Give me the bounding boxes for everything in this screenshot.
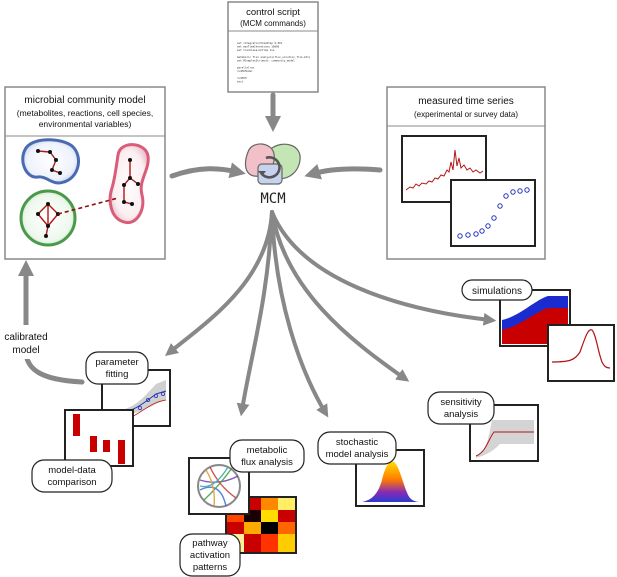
script-line: runMCModel — [237, 69, 253, 73]
output-arrows — [165, 210, 497, 418]
calibrated-label-1: calibrated — [4, 332, 47, 343]
model-data-label-2: comparison — [47, 477, 96, 488]
metabolic-flux-label-1: metabolic — [247, 445, 288, 456]
stochastic-panel: stochastic model analysis — [317, 431, 425, 507]
pathway-label-2: activation — [190, 550, 230, 561]
timeseries-plot-2 — [450, 179, 536, 247]
mcm-logo: MCM — [244, 143, 301, 207]
input-arrows — [169, 92, 383, 180]
pathway-label-3: patterns — [193, 562, 228, 573]
pink-cell-nodes — [122, 158, 140, 206]
control-script-box: control script (MCM commands) set integr… — [227, 1, 319, 93]
simulations-label: simulations — [472, 286, 522, 297]
script-line: metabolic flux analysis(flux_solution_fi… — [237, 55, 311, 59]
sensitivity-label-1: sensitivity — [440, 397, 481, 408]
script-line: runMCM — [237, 76, 247, 80]
script-line: set maxTimeIterations 10000 — [237, 45, 280, 49]
pathway-label-group: pathway activation patterns — [179, 533, 241, 577]
model-data-label-1: model-data — [48, 465, 96, 476]
community-model-subtitle-2: environmental variables) — [39, 119, 132, 129]
blue-cell — [21, 138, 80, 185]
metabolic-flux-panel: metabolic flux analysis — [188, 439, 305, 515]
community-model-title: microbial community model — [24, 95, 145, 106]
script-line: exit — [237, 80, 244, 84]
script-line: set MComplexStr(mod): community_model — [237, 59, 295, 63]
pink-cell — [108, 143, 150, 225]
stochastic-label-2: model analysis — [326, 449, 389, 460]
pathway-label-1: pathway — [192, 538, 228, 549]
model-data-panel: model-data comparison — [31, 409, 134, 493]
mcm-label: MCM — [260, 191, 285, 207]
timeseries-red-line — [405, 149, 484, 191]
timeseries-blue-points — [457, 187, 530, 239]
community-model-box: microbial community model (metabolites, … — [4, 86, 166, 260]
script-lines: set integrationTimeStep 0.001 set maxTim… — [237, 41, 311, 84]
script-line: set tracklessionTime 1ns — [237, 48, 275, 52]
metabolic-flux-label-2: flux analysis — [241, 457, 293, 468]
simulations-panel: simulations — [461, 279, 615, 382]
community-model-subtitle-1: (metabolites, reactions, cell species, — [17, 108, 154, 118]
control-script-title: control script — [246, 7, 300, 18]
sensitivity-panel: sensitivity analysis — [427, 391, 539, 462]
time-series-title: measured time series — [418, 96, 514, 107]
blue-cell-nodes — [36, 149, 62, 175]
calibrated-label-2: model — [12, 345, 39, 356]
script-line: parallelrun — [237, 66, 255, 70]
exchange-link — [57, 197, 119, 215]
green-cell-nodes — [36, 202, 60, 238]
time-series-box: measured time series (experimental or su… — [386, 86, 546, 260]
parameter-fitting-label-1: parameter — [95, 357, 138, 368]
sensitivity-label-2: analysis — [444, 409, 479, 420]
time-series-subtitle: (experimental or survey data) — [414, 110, 518, 119]
script-line: set integrationTimeStep 0.001 — [237, 41, 283, 45]
parameter-fitting-label-2: fitting — [106, 369, 129, 380]
control-script-subtitle: (MCM commands) — [240, 19, 306, 28]
stochastic-label-1: stochastic — [336, 437, 378, 448]
